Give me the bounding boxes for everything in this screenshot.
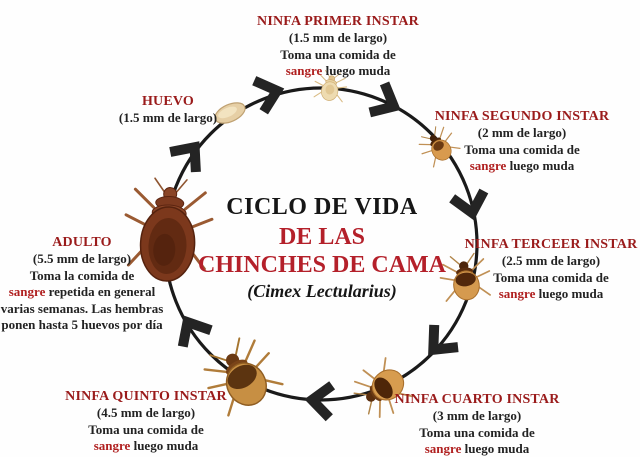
bedbug-adult-icon	[124, 177, 214, 282]
stage-desc-rest: luego muda	[535, 286, 604, 301]
stage-title: HUEVO	[141, 94, 195, 109]
stage-desc-line: Toma una comida de	[419, 424, 535, 440]
stage-desc-line: sangre repetida en general	[1, 284, 164, 301]
title-line-species-latin: (Cimex Lectularius)	[247, 281, 397, 301]
stage-size: (5.5 mm de largo)	[32, 251, 132, 266]
stage-title: NINFA TERCEER INSTAR	[464, 237, 638, 252]
stage-size: (4.5 mm de largo)	[96, 405, 196, 420]
stage-desc-rest: luego muda	[461, 441, 530, 456]
stage-desc-rest: luego muda	[322, 63, 391, 78]
stage-ninfa-quinto-instar: NINFA QUINTO INSTAR (4.5 mm de largo) To…	[65, 388, 227, 455]
stage-adulto: ADULTO (5.5 mm de largo) Toma la comida …	[1, 234, 164, 334]
clockwise-chevron-arrow-icon	[304, 381, 336, 422]
title-line-de-las: DE LAS	[278, 224, 366, 250]
stage-title: NINFA SEGUNDO INSTAR	[434, 109, 610, 124]
stage-desc-line: Toma una comida de	[280, 46, 396, 62]
stage-huevo: HUEVO (1.5 mm de largo)	[119, 93, 217, 127]
stage-title: NINFA QUINTO INSTAR	[65, 389, 227, 404]
bedbug-nymph-icon	[439, 252, 491, 302]
stage-size: (2 mm de largo)	[477, 125, 567, 140]
diagram-title: CICLO DE VIDA DE LAS CHINCHES DE CAMA (C…	[198, 194, 446, 302]
stage-ninfa-cuarto-instar: NINFA CUARTO INSTAR (3 mm de largo) Toma…	[394, 391, 559, 457]
stage-desc-line: sangre luego muda	[65, 438, 227, 455]
stage-desc-line: ponen hasta 5 huevos por día	[1, 317, 163, 332]
stage-desc-rest: luego muda	[506, 158, 575, 173]
stage-desc-line: Toma la comida de	[29, 267, 135, 283]
clockwise-chevron-arrow-icon	[169, 141, 201, 173]
sangre-word: sangre	[93, 438, 131, 453]
stage-desc-line: sangre luego muda	[394, 441, 559, 457]
sangre-word: sangre	[469, 158, 507, 173]
sangre-word: sangre	[424, 441, 462, 456]
clockwise-chevron-arrow-icon	[449, 188, 489, 221]
title-line-ciclo-de-vida: CICLO DE VIDA	[226, 194, 418, 220]
stage-desc-line: sangre luego muda	[257, 63, 419, 80]
stage-size: (2.5 mm de largo)	[501, 253, 601, 268]
stage-size: (1.5 mm de largo)	[288, 30, 388, 45]
stage-size: (1.5 mm de largo)	[118, 110, 218, 125]
stage-ninfa-segundo-instar: NINFA SEGUNDO INSTAR (2 mm de largo) Tom…	[435, 108, 610, 175]
clockwise-chevron-arrow-icon	[177, 315, 213, 348]
bedbug-egg-icon	[214, 102, 246, 124]
stage-title: ADULTO	[52, 235, 112, 250]
clockwise-chevron-arrow-icon	[252, 76, 285, 115]
title-line-chinches: CHINCHES DE CAMA	[197, 252, 447, 278]
bedbug-nymph-icon	[313, 69, 348, 103]
stage-desc-rest: luego muda	[130, 438, 199, 453]
stage-desc-line: varias semanas. Las hembras	[0, 300, 164, 316]
stage-ninfa-terceer-instar: NINFA TERCEER INSTAR (2.5 mm de largo) T…	[465, 236, 638, 303]
clockwise-chevron-arrow-icon	[428, 324, 459, 356]
stage-ninfa-primer-instar: NINFA PRIMER INSTAR (1.5 mm de largo) To…	[257, 13, 419, 80]
bedbug-nymph-icon	[203, 337, 284, 417]
sangre-word: sangre	[285, 63, 323, 78]
stage-desc-line: sangre luego muda	[465, 286, 638, 303]
stage-desc-line: sangre luego muda	[435, 158, 610, 175]
stage-desc-rest: repetida en general	[45, 284, 156, 299]
stage-size: (3 mm de largo)	[432, 408, 522, 423]
sangre-word: sangre	[498, 286, 536, 301]
sangre-word: sangre	[8, 284, 46, 299]
bedbug-nymph-icon	[418, 126, 461, 168]
clockwise-chevron-arrow-icon	[368, 81, 401, 118]
stage-desc-line: Toma una comida de	[493, 269, 609, 285]
stage-title: NINFA CUARTO INSTAR	[394, 392, 560, 407]
stage-desc-line: Toma una comida de	[464, 141, 580, 157]
stage-title: NINFA PRIMER INSTAR	[257, 14, 419, 29]
bedbug-nymph-icon	[353, 357, 414, 418]
stage-desc-line: Toma una comida de	[88, 421, 204, 437]
